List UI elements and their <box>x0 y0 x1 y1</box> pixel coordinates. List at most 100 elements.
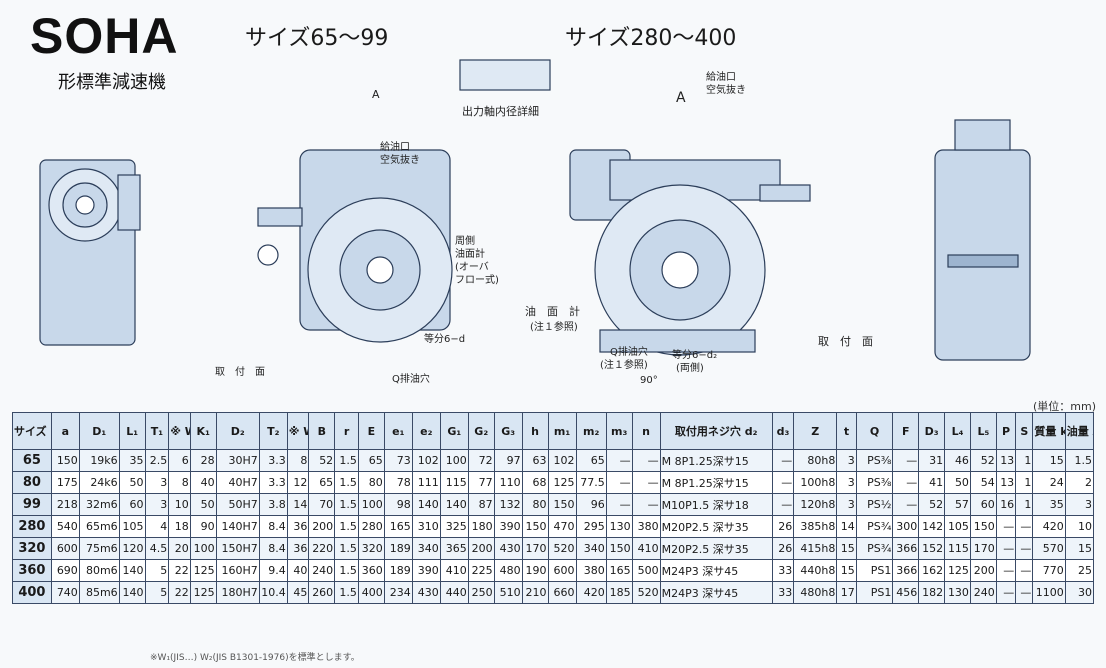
table-cell: 3.3 <box>258 471 288 494</box>
table-cell: 22 <box>168 581 191 604</box>
table-cell: 40 <box>286 559 310 582</box>
table-cell: — <box>605 471 633 494</box>
table-cell: 3 <box>836 471 857 494</box>
table-cell: — <box>995 537 1017 560</box>
table-cell: 1.5 <box>334 449 359 472</box>
column-header: 油量 ℓ <box>1064 412 1095 450</box>
table-cell: 115 <box>944 537 971 560</box>
column-header: S <box>1015 412 1034 450</box>
table-cell: 80h8 <box>793 449 838 472</box>
oil-inlet-label-2: 給油口 <box>706 70 736 83</box>
table-cell: 2.5 <box>144 449 170 472</box>
table-cell: — <box>605 449 633 472</box>
table-cell: 125 <box>189 559 217 582</box>
table-cell: — <box>892 471 920 494</box>
table-cell: 300 <box>892 515 920 538</box>
column-header: m₁ <box>547 412 577 450</box>
drain-note-label: (注１参照) <box>600 358 648 371</box>
table-cell: 40 <box>189 471 217 494</box>
table-cell: 32m6 <box>78 493 120 516</box>
table-cell: 150 <box>50 449 80 472</box>
table-cell: 40H7 <box>215 471 260 494</box>
table-cell: — <box>771 449 795 472</box>
column-header: a <box>50 412 80 450</box>
table-cell: 20 <box>168 537 191 560</box>
table-cell: — <box>995 581 1017 604</box>
table-cell: 15 <box>836 537 857 560</box>
table-cell: 52 <box>918 493 946 516</box>
table-cell: 57 <box>944 493 971 516</box>
table-cell: — <box>631 449 661 472</box>
table-cell: 50H7 <box>215 493 260 516</box>
table-cell: 189 <box>383 537 413 560</box>
table-cell: 366 <box>892 537 920 560</box>
table-cell: 30H7 <box>215 449 260 472</box>
table-cell: 52 <box>969 449 997 472</box>
table-cell: 660 <box>547 581 577 604</box>
table-cell: 72 <box>467 449 495 472</box>
size-cell: 280 <box>12 515 52 538</box>
table-cell: 120 <box>118 537 146 560</box>
table-cell: 170 <box>969 537 997 560</box>
table-cell: PS⅜ <box>855 449 894 472</box>
table-cell: 240 <box>308 559 336 582</box>
table-cell: 740 <box>50 581 80 604</box>
table-cell: 31 <box>918 449 946 472</box>
table-cell: 234 <box>383 581 413 604</box>
table-cell: 380 <box>575 559 607 582</box>
column-header: P <box>995 412 1017 450</box>
equal-div-label-2: 等分6−d₂ <box>672 348 717 361</box>
table-cell: 100h8 <box>793 471 838 494</box>
size-cell: 320 <box>12 537 52 560</box>
table-cell: 12 <box>286 471 310 494</box>
column-header: G₂ <box>467 412 495 450</box>
table-cell: 80m6 <box>78 559 120 582</box>
table-cell: 78 <box>383 471 413 494</box>
table-cell: 13 <box>995 471 1017 494</box>
table-cell: 13 <box>995 449 1017 472</box>
table-cell: — <box>771 493 795 516</box>
column-header: D₁ <box>78 412 120 450</box>
table-header-row: サイズ EaD₁L₁T₁※ W₁K₁D₂T₂※ W₂BrEe₁e₂G₁G₂G₃h… <box>12 412 1095 450</box>
table-cell: 36 <box>286 515 310 538</box>
table-cell: 52 <box>308 449 336 472</box>
column-header: L₁ <box>118 412 146 450</box>
table-cell: 26 <box>771 515 795 538</box>
size-cell: 360 <box>12 559 52 582</box>
table-cell: 200 <box>969 559 997 582</box>
air-vent-label-2: 空気抜き <box>706 83 746 96</box>
column-header: L₅ <box>969 412 997 450</box>
table-cell: 105 <box>118 515 146 538</box>
side-view-large <box>934 119 1031 361</box>
table-cell: 18 <box>168 515 191 538</box>
air-vent-label-1: 空気抜き <box>380 153 420 166</box>
table-cell: 520 <box>547 537 577 560</box>
table-cell: 60 <box>118 493 146 516</box>
table-cell: 165 <box>383 515 413 538</box>
table-cell: 65 <box>308 471 336 494</box>
table-cell: 1 <box>1015 471 1034 494</box>
mount-face-label-2: 取 付 面 <box>818 335 873 348</box>
column-header: ※ W₂ <box>286 412 310 450</box>
table-cell: 96 <box>575 493 607 516</box>
table-cell: 3 <box>836 449 857 472</box>
table-cell: 1 <box>1015 449 1034 472</box>
table-cell: 170 <box>521 537 549 560</box>
table-cell: 102 <box>547 449 577 472</box>
table-cell: 310 <box>411 515 441 538</box>
oil-gauge-label: 油 面 計 <box>525 304 580 318</box>
table-cell: 770 <box>1032 559 1066 582</box>
table-cell: M20P2.5 深サ35 <box>659 515 773 538</box>
table-cell: 17 <box>836 581 857 604</box>
table-cell: 440 <box>439 581 469 604</box>
size-range-large: サイズ280～400 <box>565 26 737 51</box>
table-cell: 50 <box>189 493 217 516</box>
shaft-detail-label: 出力軸内径詳細 <box>462 104 539 118</box>
table-cell: 15 <box>836 559 857 582</box>
front-view-large <box>569 149 811 356</box>
table-cell: M10P1.5 深サ18 <box>659 493 773 516</box>
table-cell: — <box>995 515 1017 538</box>
